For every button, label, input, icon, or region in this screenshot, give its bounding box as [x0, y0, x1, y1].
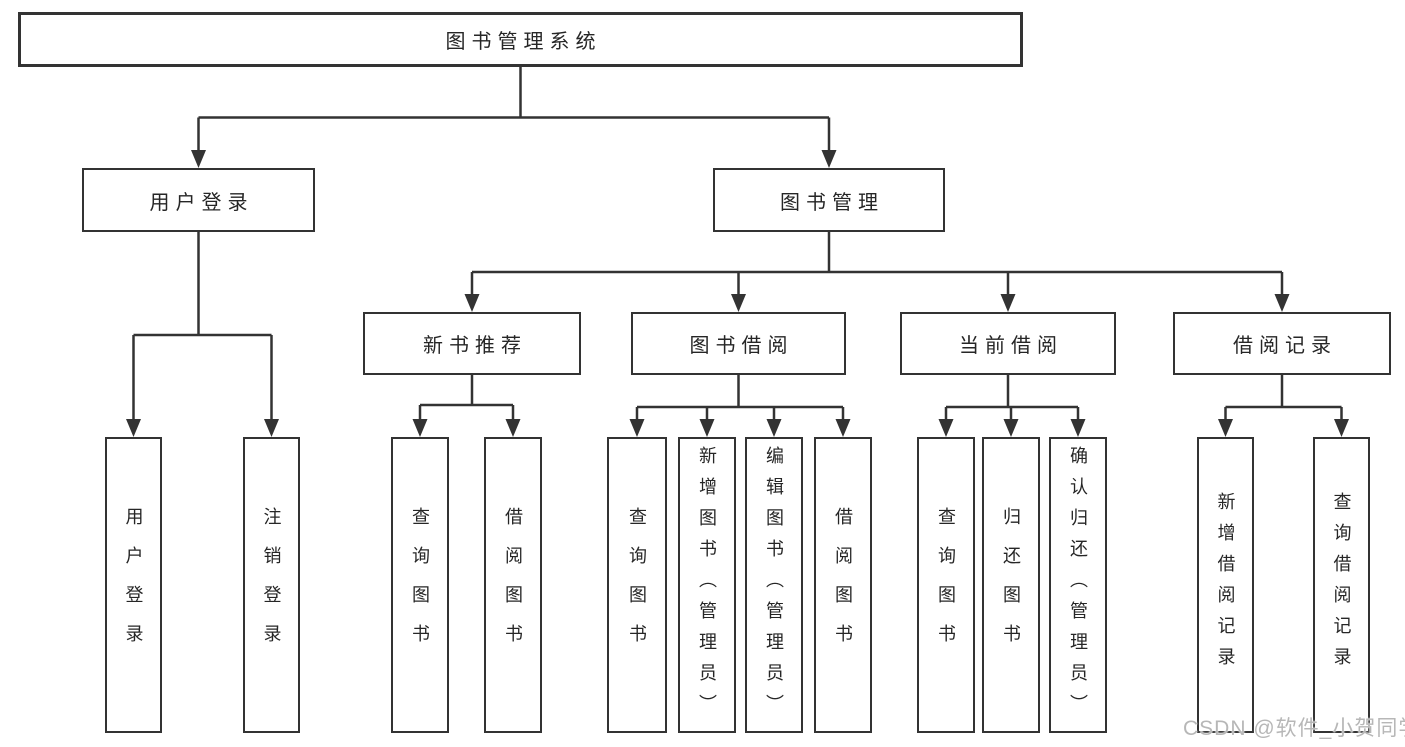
watermark: CSDN @软件_小贺同学 — [1183, 717, 1405, 740]
connector-path — [132, 67, 1343, 420]
leaf-add-borrow-record: 新增借阅记录 — [1197, 437, 1254, 733]
node-label: 借阅图书 — [503, 507, 523, 663]
leaf-add-book-admin: 新增图书（管理员） — [678, 437, 736, 733]
node-label: 借阅记录 — [1233, 335, 1337, 357]
node-label: 图书借阅 — [689, 335, 794, 357]
node-book-management: 图书管理 — [713, 168, 945, 232]
node-label: 新书推荐 — [423, 335, 527, 357]
leaf-query-book-3: 查询图书 — [917, 437, 975, 733]
leaf-logout-login: 注销登录 — [243, 437, 300, 733]
leaf-edit-book-admin: 编辑图书（管理员） — [745, 437, 803, 733]
leaf-borrow-book-2: 借阅图书 — [814, 437, 872, 733]
node-label: 归还图书 — [1001, 507, 1021, 663]
node-label: 查询图书 — [410, 507, 430, 663]
node-label: 新增图书（管理员） — [697, 445, 717, 725]
node-label: 查询图书 — [936, 507, 956, 663]
node-label: 新增借阅记录 — [1215, 492, 1236, 678]
node-book-borrow: 图书借阅 — [631, 312, 846, 375]
node-label: 查询借阅记录 — [1331, 492, 1352, 678]
node-label: 用户登录 — [149, 191, 254, 214]
node-label: 用户登录 — [123, 507, 144, 663]
node-borrow-record: 借阅记录 — [1173, 312, 1391, 375]
node-label: 查询图书 — [627, 507, 647, 663]
node-user-login: 用户登录 — [82, 168, 315, 232]
node-label: 编辑图书（管理员） — [764, 445, 784, 725]
leaf-query-book-1: 查询图书 — [391, 437, 449, 733]
node-current-borrow: 当前借阅 — [900, 312, 1116, 375]
node-new-book-recommend: 新书推荐 — [363, 312, 581, 375]
leaf-confirm-return-admin: 确认归还（管理员） — [1049, 437, 1107, 733]
node-label: 当前借阅 — [959, 335, 1063, 357]
leaf-query-borrow-record: 查询借阅记录 — [1313, 437, 1370, 733]
node-root: 图书管理系统 — [18, 12, 1023, 67]
node-label: 注销登录 — [261, 507, 282, 663]
node-label: 图书管理系统 — [445, 31, 602, 53]
leaf-borrow-book-1: 借阅图书 — [484, 437, 542, 733]
node-label: 借阅图书 — [833, 507, 853, 663]
node-label: 图书管理 — [780, 191, 884, 214]
leaf-query-book-2: 查询图书 — [607, 437, 667, 733]
node-label: 确认归还（管理员） — [1068, 445, 1088, 725]
leaf-user-login: 用户登录 — [105, 437, 162, 733]
leaf-return-book: 归还图书 — [982, 437, 1040, 733]
